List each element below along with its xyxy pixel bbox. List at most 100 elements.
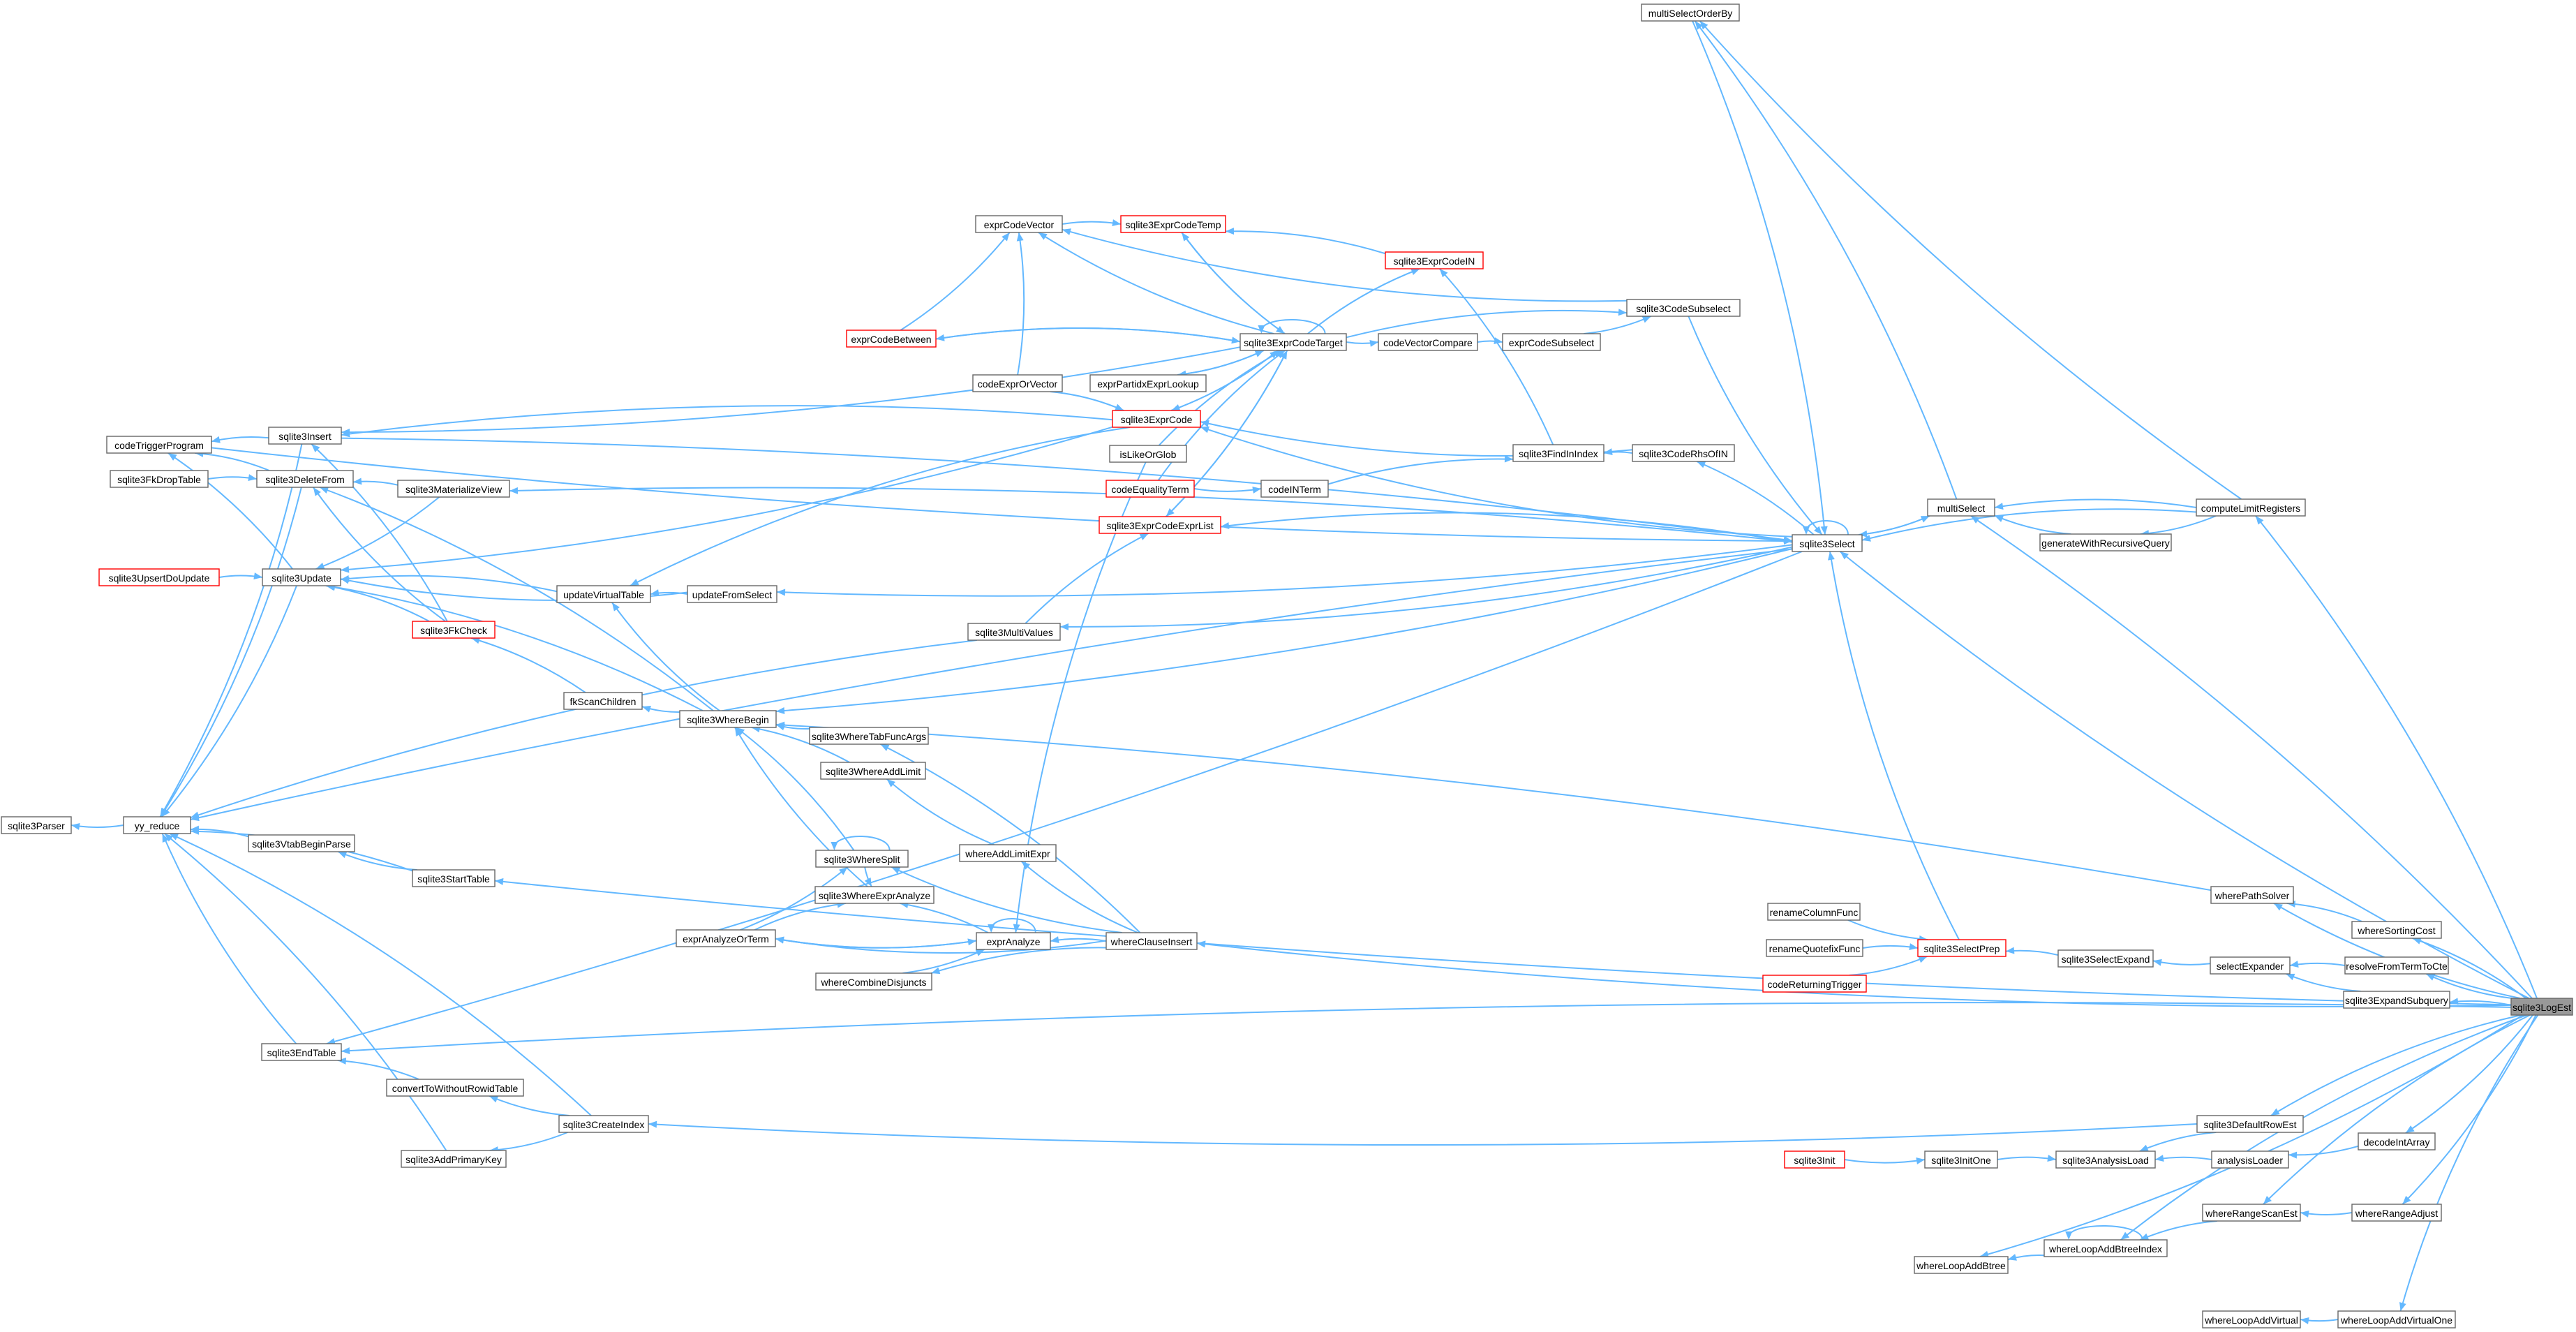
node-sqlite3ExprCodeExprList[interactable]: sqlite3ExprCodeExprList — [1099, 516, 1221, 534]
node-whereLoopAddVirtual[interactable]: whereLoopAddVirtual — [2202, 1310, 2301, 1329]
node-sqlite3Update[interactable]: sqlite3Update — [262, 568, 341, 586]
node-codeINTerm[interactable]: codeINTerm — [1260, 480, 1329, 498]
node-sqlite3SelectExpand[interactable]: sqlite3SelectExpand — [2057, 949, 2154, 968]
node-sqlite3CodeSubselect[interactable]: sqlite3CodeSubselect — [1626, 299, 1741, 317]
node-sqlite3CreateIndex[interactable]: sqlite3CreateIndex — [558, 1115, 649, 1133]
node-sqlite3UpsertDoUpdate[interactable]: sqlite3UpsertDoUpdate — [98, 568, 220, 586]
node-sqlite3MultiValues[interactable]: sqlite3MultiValues — [967, 623, 1061, 641]
node-fkScanChildren[interactable]: fkScanChildren — [563, 692, 643, 710]
node-exprAnalyzeOrTerm[interactable]: exprAnalyzeOrTerm — [676, 929, 776, 947]
node-whereLoopAddBtreeIndex[interactable]: whereLoopAddBtreeIndex — [2043, 1239, 2168, 1257]
node-whereRangeAdjust[interactable]: whereRangeAdjust — [2351, 1204, 2442, 1222]
arrowhead — [642, 705, 651, 713]
arrowhead — [471, 637, 481, 644]
node-sqlite3AnalysisLoad[interactable]: sqlite3AnalysisLoad — [2055, 1150, 2156, 1169]
node-sqlite3ExprCodeTemp[interactable]: sqlite3ExprCodeTemp — [1120, 215, 1226, 233]
node-codeEqualityTerm[interactable]: codeEqualityTerm — [1105, 480, 1195, 498]
node-sqlite3FkDropTable[interactable]: sqlite3FkDropTable — [110, 470, 209, 488]
node-whereLoopAddBtree[interactable]: whereLoopAddBtree — [1914, 1256, 2009, 1274]
node-sqlite3FkCheck[interactable]: sqlite3FkCheck — [412, 621, 496, 639]
node-selectExpander[interactable]: selectExpander — [2210, 956, 2291, 975]
node-sqlite3WhereBegin[interactable]: sqlite3WhereBegin — [679, 710, 777, 728]
edge-sqlite3EndTable-to-yy_reduce — [161, 833, 297, 1044]
node-sqlite3DeleteFrom[interactable]: sqlite3DeleteFrom — [256, 470, 354, 488]
edge-codeINTerm-to-sqlite3FindInIndex — [1327, 455, 1514, 485]
node-sqlite3ExprCodeTarget[interactable]: sqlite3ExprCodeTarget — [1239, 333, 1347, 351]
node-sqlite3WhereSplit[interactable]: sqlite3WhereSplit — [815, 850, 909, 868]
node-isLikeOrGlob[interactable]: isLikeOrGlob — [1109, 445, 1187, 463]
node-updateVirtualTable[interactable]: updateVirtualTable — [556, 585, 651, 603]
node-sqlite3WhereTabFuncArgs[interactable]: sqlite3WhereTabFuncArgs — [809, 727, 929, 745]
node-whereSortingCost[interactable]: whereSortingCost — [2351, 921, 2442, 939]
node-codeExprOrVector[interactable]: codeExprOrVector — [972, 374, 1063, 392]
arrowhead — [248, 474, 257, 482]
arrowhead — [2270, 1108, 2280, 1116]
arrowhead — [495, 878, 504, 885]
node-exprPartidxExprLookup[interactable]: exprPartidxExprLookup — [1089, 374, 1207, 392]
node-exprCodeVector[interactable]: exprCodeVector — [975, 215, 1063, 233]
arrowhead — [1231, 336, 1240, 344]
node-resolveFromTermToCte[interactable]: resolveFromTermToCte — [2344, 956, 2449, 975]
node-sqlite3LogEst[interactable]: sqlite3LogEst — [2510, 998, 2573, 1016]
node-sqlite3MaterializeView[interactable]: sqlite3MaterializeView — [397, 480, 510, 498]
node-sqlite3Insert[interactable]: sqlite3Insert — [268, 427, 342, 445]
node-exprAnalyze[interactable]: exprAnalyze — [976, 932, 1051, 950]
node-sqlite3EndTable[interactable]: sqlite3EndTable — [261, 1043, 342, 1061]
node-whereClauseInsert[interactable]: whereClauseInsert — [1105, 932, 1198, 950]
node-box — [98, 568, 220, 586]
node-decodeIntArray[interactable]: decodeIntArray — [2358, 1132, 2436, 1150]
edge-line — [1020, 861, 1138, 933]
node-sqlite3VtabBeginParse[interactable]: sqlite3VtabBeginParse — [248, 834, 355, 852]
node-sqlite3InitOne[interactable]: sqlite3InitOne — [1924, 1150, 1998, 1169]
node-exprCodeBetween[interactable]: exprCodeBetween — [846, 330, 937, 348]
edge-exprAnalyze-to-exprAnalyzeOrTerm — [775, 936, 977, 949]
node-sqlite3ExprCodeIN[interactable]: sqlite3ExprCodeIN — [1385, 251, 1484, 269]
node-convertToWithoutRowidTable[interactable]: convertToWithoutRowidTable — [386, 1079, 524, 1097]
arrowhead — [975, 949, 985, 956]
edge-line — [341, 1002, 2512, 1052]
node-exprCodeSubselect[interactable]: exprCodeSubselect — [1502, 333, 1601, 351]
node-whereAddLimitExpr[interactable]: whereAddLimitExpr — [959, 844, 1057, 862]
arrowhead — [1979, 1250, 1989, 1258]
node-sqlite3WhereAddLimit[interactable]: sqlite3WhereAddLimit — [820, 762, 926, 780]
node-whereCombineDisjuncts[interactable]: whereCombineDisjuncts — [815, 972, 932, 991]
node-sqlite3Init[interactable]: sqlite3Init — [1784, 1150, 1845, 1169]
node-sqlite3CodeRhsOfIN[interactable]: sqlite3CodeRhsOfIN — [1632, 444, 1735, 462]
node-analysisLoader[interactable]: analysisLoader — [2211, 1150, 2289, 1169]
node-sqlite3StartTable[interactable]: sqlite3StartTable — [412, 869, 496, 887]
node-label: codeReturningTrigger — [1768, 979, 1862, 990]
node-codeTriggerProgram[interactable]: codeTriggerProgram — [106, 436, 212, 454]
node-codeReturningTrigger[interactable]: codeReturningTrigger — [1762, 975, 1867, 993]
arrowhead — [1166, 508, 1175, 517]
node-codeVectorCompare[interactable]: codeVectorCompare — [1378, 333, 1478, 351]
node-sqlite3DefaultRowEst[interactable]: sqlite3DefaultRowEst — [2196, 1115, 2304, 1133]
node-renameColumnFunc[interactable]: renameColumnFunc — [1767, 903, 1861, 921]
node-generateWithRecursiveQuery[interactable]: generateWithRecursiveQuery — [2039, 533, 2172, 552]
node-sqlite3SelectPrep[interactable]: sqlite3SelectPrep — [1917, 939, 2007, 957]
arrowhead — [2405, 1125, 2415, 1133]
node-sqlite3ExpandSubquery[interactable]: sqlite3ExpandSubquery — [2343, 991, 2450, 1009]
node-sqlite3Select[interactable]: sqlite3Select — [1792, 534, 1863, 552]
node-sqlite3AddPrimaryKey[interactable]: sqlite3AddPrimaryKey — [401, 1150, 507, 1168]
node-box — [976, 932, 1051, 950]
node-sqlite3FindInIndex[interactable]: sqlite3FindInIndex — [1512, 444, 1605, 462]
node-wherePathSolver[interactable]: wherePathSolver — [2210, 886, 2294, 904]
node-renameQuotefixFunc[interactable]: renameQuotefixFunc — [1766, 939, 1863, 957]
node-label: sqlite3WhereExprAnalyze — [819, 890, 931, 901]
node-whereRangeScanEst[interactable]: whereRangeScanEst — [2202, 1204, 2301, 1222]
node-sqlite3Parser[interactable]: sqlite3Parser — [1, 816, 72, 834]
edge-line — [931, 947, 1107, 974]
node-sqlite3WhereExprAnalyze[interactable]: sqlite3WhereExprAnalyze — [814, 886, 935, 904]
node-multiSelectOrderBy[interactable]: multiSelectOrderBy — [1641, 3, 1740, 22]
arrowhead — [1050, 936, 1059, 944]
edge-sqlite3Insert-to-codeTriggerProgram — [211, 436, 269, 443]
edge-sqlite3DefaultRowEst-to-sqlite3AnalysisLoad — [2139, 1132, 2217, 1152]
node-whereLoopAddVirtualOne[interactable]: whereLoopAddVirtualOne — [2337, 1310, 2456, 1329]
node-multiSelect[interactable]: multiSelect — [1927, 498, 1995, 517]
node-sqlite3ExprCode[interactable]: sqlite3ExprCode — [1112, 410, 1201, 428]
node-yy_reduce[interactable]: yy_reduce — [123, 816, 191, 834]
edge-sqlite3Insert-to-yy_reduce — [159, 443, 303, 817]
edge-sqlite3Select-to-sqlite3EndTable — [326, 551, 1803, 1045]
node-updateFromSelect[interactable]: updateFromSelect — [687, 585, 777, 603]
node-computeLimitRegisters[interactable]: computeLimitRegisters — [2196, 498, 2306, 517]
